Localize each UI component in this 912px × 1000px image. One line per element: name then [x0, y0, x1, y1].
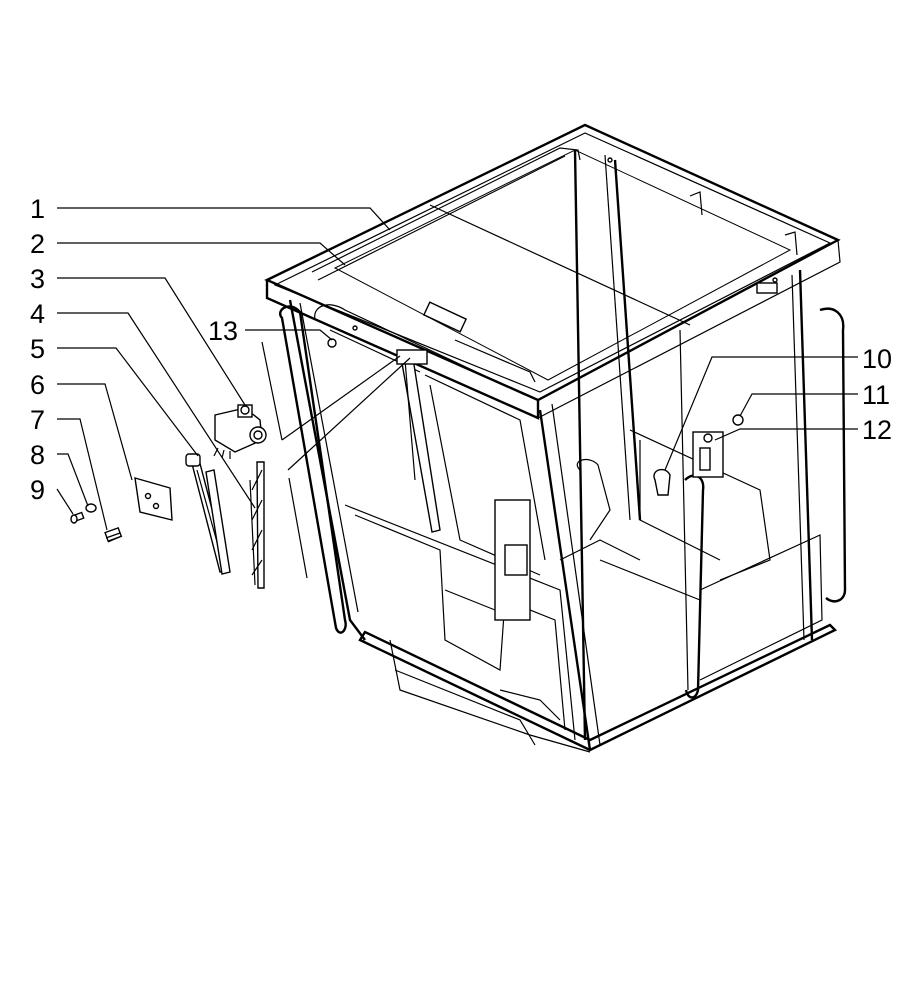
fastener-stud [104, 526, 123, 543]
bolt [70, 511, 85, 524]
wiper-motor [213, 404, 267, 459]
wiper-arm-2 [205, 469, 231, 575]
explode-guides [261, 341, 411, 579]
leader-lines [56, 207, 858, 531]
callout-labels: 1 2 3 4 5 6 7 8 9 10 11 12 13 [30, 194, 892, 505]
cab-frame [264, 123, 847, 753]
callout-1: 1 [30, 194, 45, 224]
callout-9: 9 [30, 475, 45, 505]
callout-12: 12 [862, 415, 892, 445]
callout-11: 11 [862, 380, 890, 410]
callout-13: 13 [208, 316, 238, 346]
callout-6: 6 [30, 370, 45, 400]
callout-2: 2 [30, 229, 45, 259]
right-bracket-assembly [653, 414, 744, 496]
clip-13 [327, 338, 337, 348]
mounting-plate [134, 477, 173, 521]
callout-4: 4 [30, 299, 45, 329]
callout-7: 7 [30, 405, 45, 435]
callout-3: 3 [30, 264, 45, 294]
callout-10: 10 [862, 344, 892, 374]
wiper-blade [249, 461, 265, 589]
callout-5: 5 [30, 334, 45, 364]
callout-8: 8 [30, 440, 45, 470]
washer [85, 503, 97, 513]
mounted-wiper-assembly [396, 349, 441, 533]
